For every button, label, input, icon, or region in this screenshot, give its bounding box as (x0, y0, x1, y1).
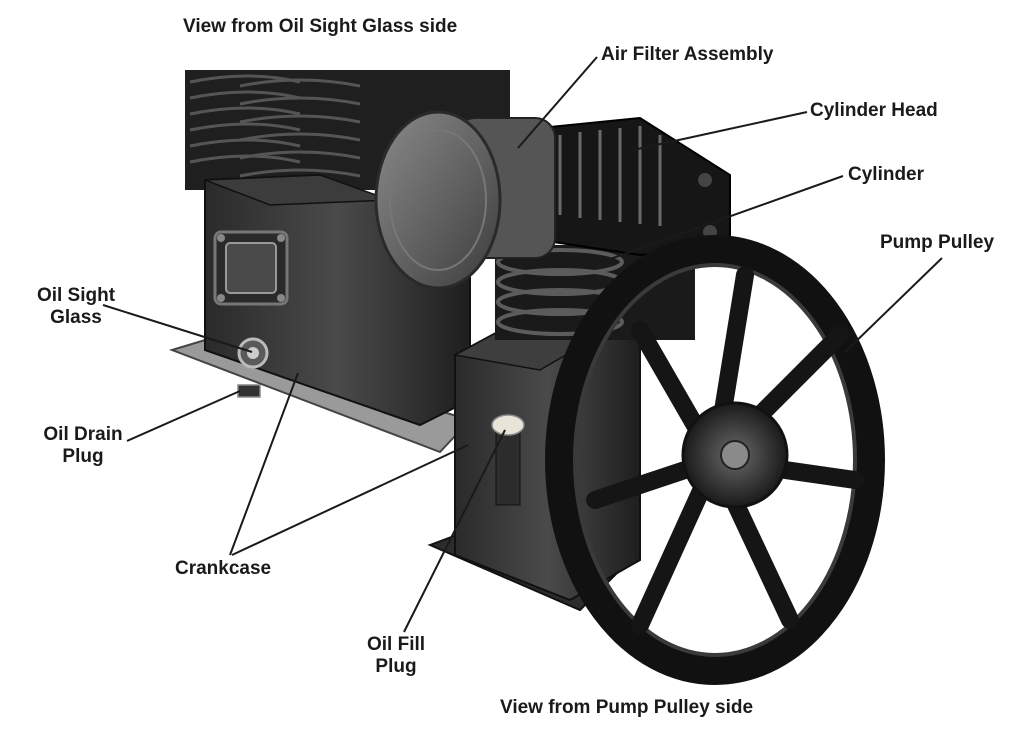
leader-cylinder (584, 175, 844, 269)
leader-oil-drain-plug (126, 390, 241, 442)
leader-pump-pulley (844, 257, 943, 353)
label-oil-sight-glass: Oil Sight Glass (28, 285, 124, 329)
leader-cylinder-head (632, 111, 808, 151)
label-air-filter-assembly: Air Filter Assembly (601, 44, 774, 65)
label-oil-fill-plug: Oil Fill Plug (356, 634, 436, 678)
label-oil-drain-plug-line1: Oil Drain (43, 424, 123, 445)
pump-pulley (545, 235, 885, 685)
right-compressor-unit (374, 110, 885, 685)
leader-oil-fill-plug (403, 429, 506, 633)
label-crankcase: Crankcase (175, 558, 272, 579)
label-pump-pulley: Pump Pulley (880, 232, 995, 253)
left-inspection-cover (213, 230, 289, 306)
leader-crankcase-2 (231, 444, 469, 556)
label-oil-fill-plug-line2: Plug (375, 656, 417, 677)
caption-top: View from Oil Sight Glass side (183, 16, 458, 37)
label-cylinder: Cylinder (848, 164, 925, 185)
oil-sight-glass (237, 337, 269, 369)
leader-crankcase-1 (229, 372, 299, 556)
oil-drain-plug (237, 384, 261, 398)
label-oil-sight-glass-line2: Glass (50, 307, 102, 328)
leader-oil-sight-glass (102, 304, 253, 353)
oil-fill-plug (491, 414, 525, 506)
label-oil-drain-plug-line2: Plug (62, 446, 104, 467)
leader-lines (102, 56, 943, 633)
label-oil-sight-glass-line1: Oil Sight (36, 285, 116, 306)
label-cylinder-head: Cylinder Head (810, 100, 938, 121)
leader-air-filter (517, 56, 598, 149)
air-filter-assembly (374, 110, 556, 290)
label-oil-fill-plug-line1: Oil Fill (366, 634, 426, 655)
caption-bottom: View from Pump Pulley side (500, 697, 754, 718)
label-oil-drain-plug: Oil Drain Plug (34, 424, 132, 468)
